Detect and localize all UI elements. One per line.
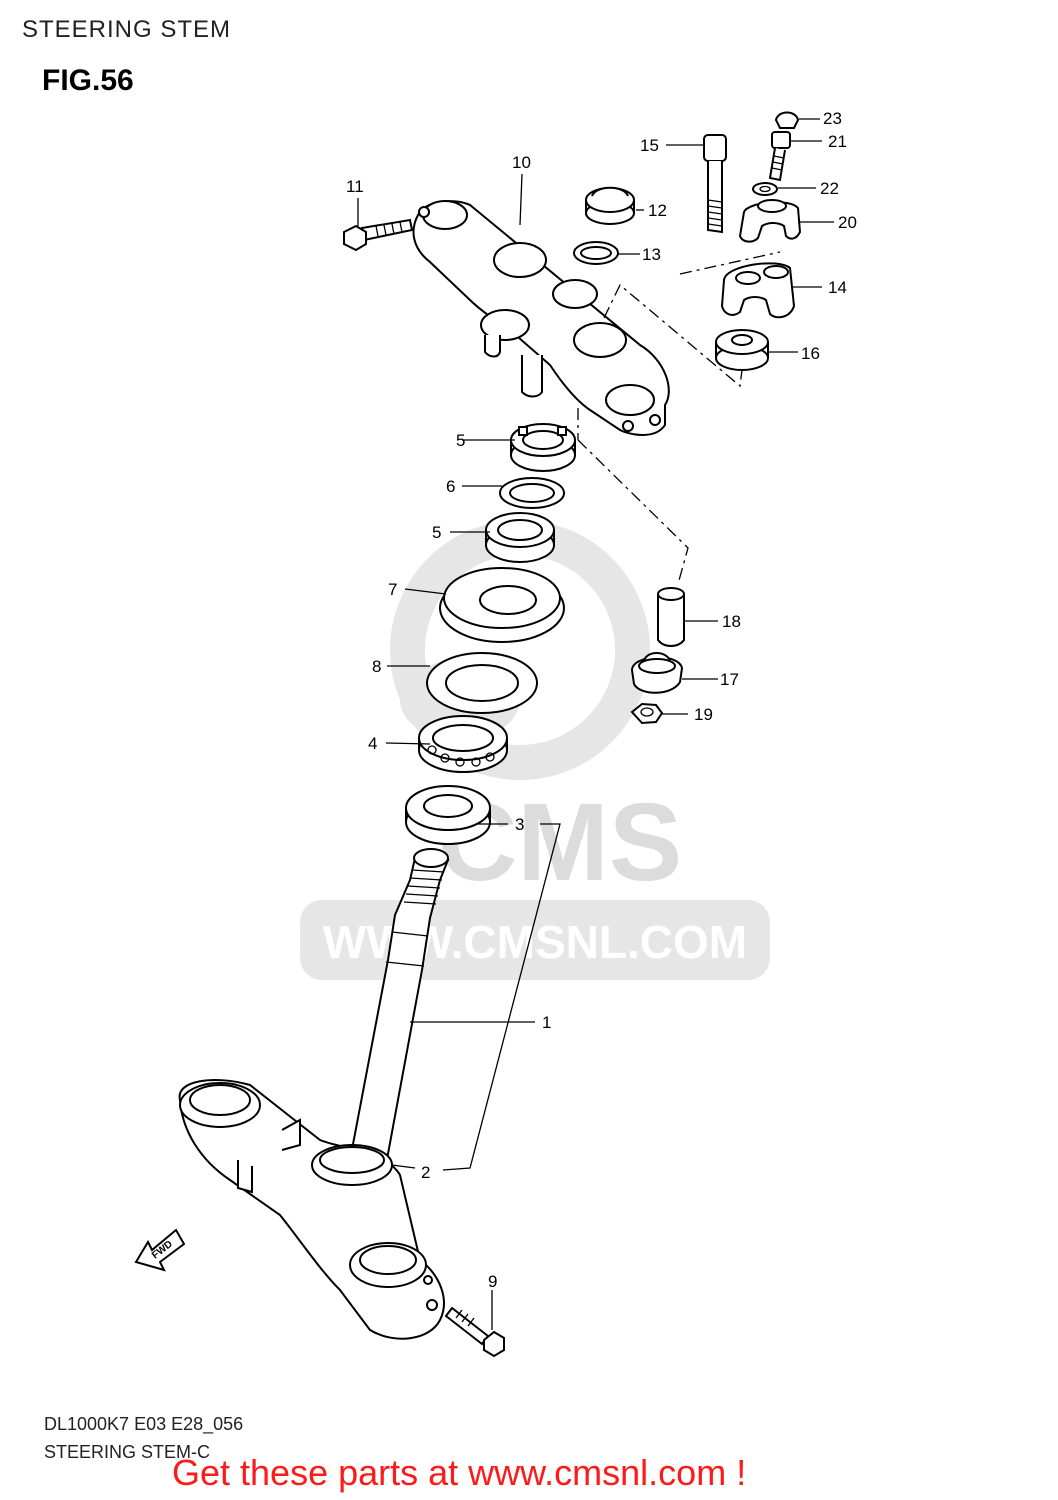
promo-link[interactable]: Get these parts at www.cmsnl.com ! xyxy=(172,1452,747,1493)
part-3-race xyxy=(405,785,491,845)
part-7-dust-seal xyxy=(439,567,565,643)
part-6-washer xyxy=(499,477,565,509)
part-8-washer xyxy=(426,652,538,714)
model-code: DL1000K7 E03 E28_056 xyxy=(44,1414,244,1434)
part-22-lock-washer xyxy=(752,182,778,196)
part-10-upper-bracket xyxy=(412,200,670,436)
part-20-upper-holder xyxy=(738,199,802,243)
callout-18: 18 xyxy=(722,612,741,631)
part-13-ring xyxy=(573,241,619,265)
part-16-cushion xyxy=(715,329,769,371)
part-14-lower-holder xyxy=(720,262,796,319)
part-5-lock-nut-upper xyxy=(510,423,576,472)
part-11-bolt xyxy=(343,218,414,252)
callout-13: 13 xyxy=(642,245,661,264)
leader-lines xyxy=(357,118,834,1330)
watermark-url: WWW.CMSNL.COM xyxy=(323,916,747,968)
callout-11: 11 xyxy=(346,177,364,196)
callout-19: 19 xyxy=(694,705,713,724)
callout-9: 9 xyxy=(488,1272,497,1291)
callout-4: 4 xyxy=(368,734,377,753)
callout-3: 3 xyxy=(515,815,524,834)
callout-23: 23 xyxy=(823,109,842,128)
callout-7: 7 xyxy=(388,580,397,599)
callout-1: 1 xyxy=(542,1013,551,1032)
callout-labels: 1 2 3 4 5 5 6 7 8 9 10 11 12 13 14 15 16… xyxy=(346,109,857,1291)
part-19-small-nut xyxy=(630,702,664,725)
callout-10: 10 xyxy=(512,153,531,172)
part-21-bolt xyxy=(768,131,791,182)
callout-5-lower: 5 xyxy=(432,523,441,542)
part-5-lock-nut-lower xyxy=(485,512,555,563)
callout-22: 22 xyxy=(820,179,839,198)
fwd-arrow-icon: FWD xyxy=(134,1228,186,1272)
part-23-cap xyxy=(774,111,800,129)
callout-12: 12 xyxy=(648,201,667,220)
callout-16: 16 xyxy=(801,344,820,363)
callout-2: 2 xyxy=(421,1163,430,1182)
diagram-name: STEERING STEM-C xyxy=(44,1442,211,1462)
assembly-dashed-lines xyxy=(577,251,781,585)
part-4-bearing xyxy=(418,715,508,773)
part-18-pipe xyxy=(657,587,685,647)
callout-20: 20 xyxy=(838,213,857,232)
callout-21: 21 xyxy=(828,132,847,151)
part-12-cap xyxy=(585,186,635,225)
callout-15: 15 xyxy=(640,136,659,155)
part-15-long-bolt xyxy=(703,134,727,234)
part-17-nut xyxy=(630,652,684,694)
part-9-bolt xyxy=(444,1306,505,1358)
part-1-steering-stem xyxy=(178,848,450,1340)
callout-5-upper: 5 xyxy=(456,431,465,450)
callout-17: 17 xyxy=(720,670,739,689)
callout-6: 6 xyxy=(446,477,455,496)
section-title: STEERING STEM xyxy=(22,16,232,43)
callout-14: 14 xyxy=(828,278,847,297)
callout-8: 8 xyxy=(372,657,381,676)
figure-number: FIG.56 xyxy=(42,64,134,97)
